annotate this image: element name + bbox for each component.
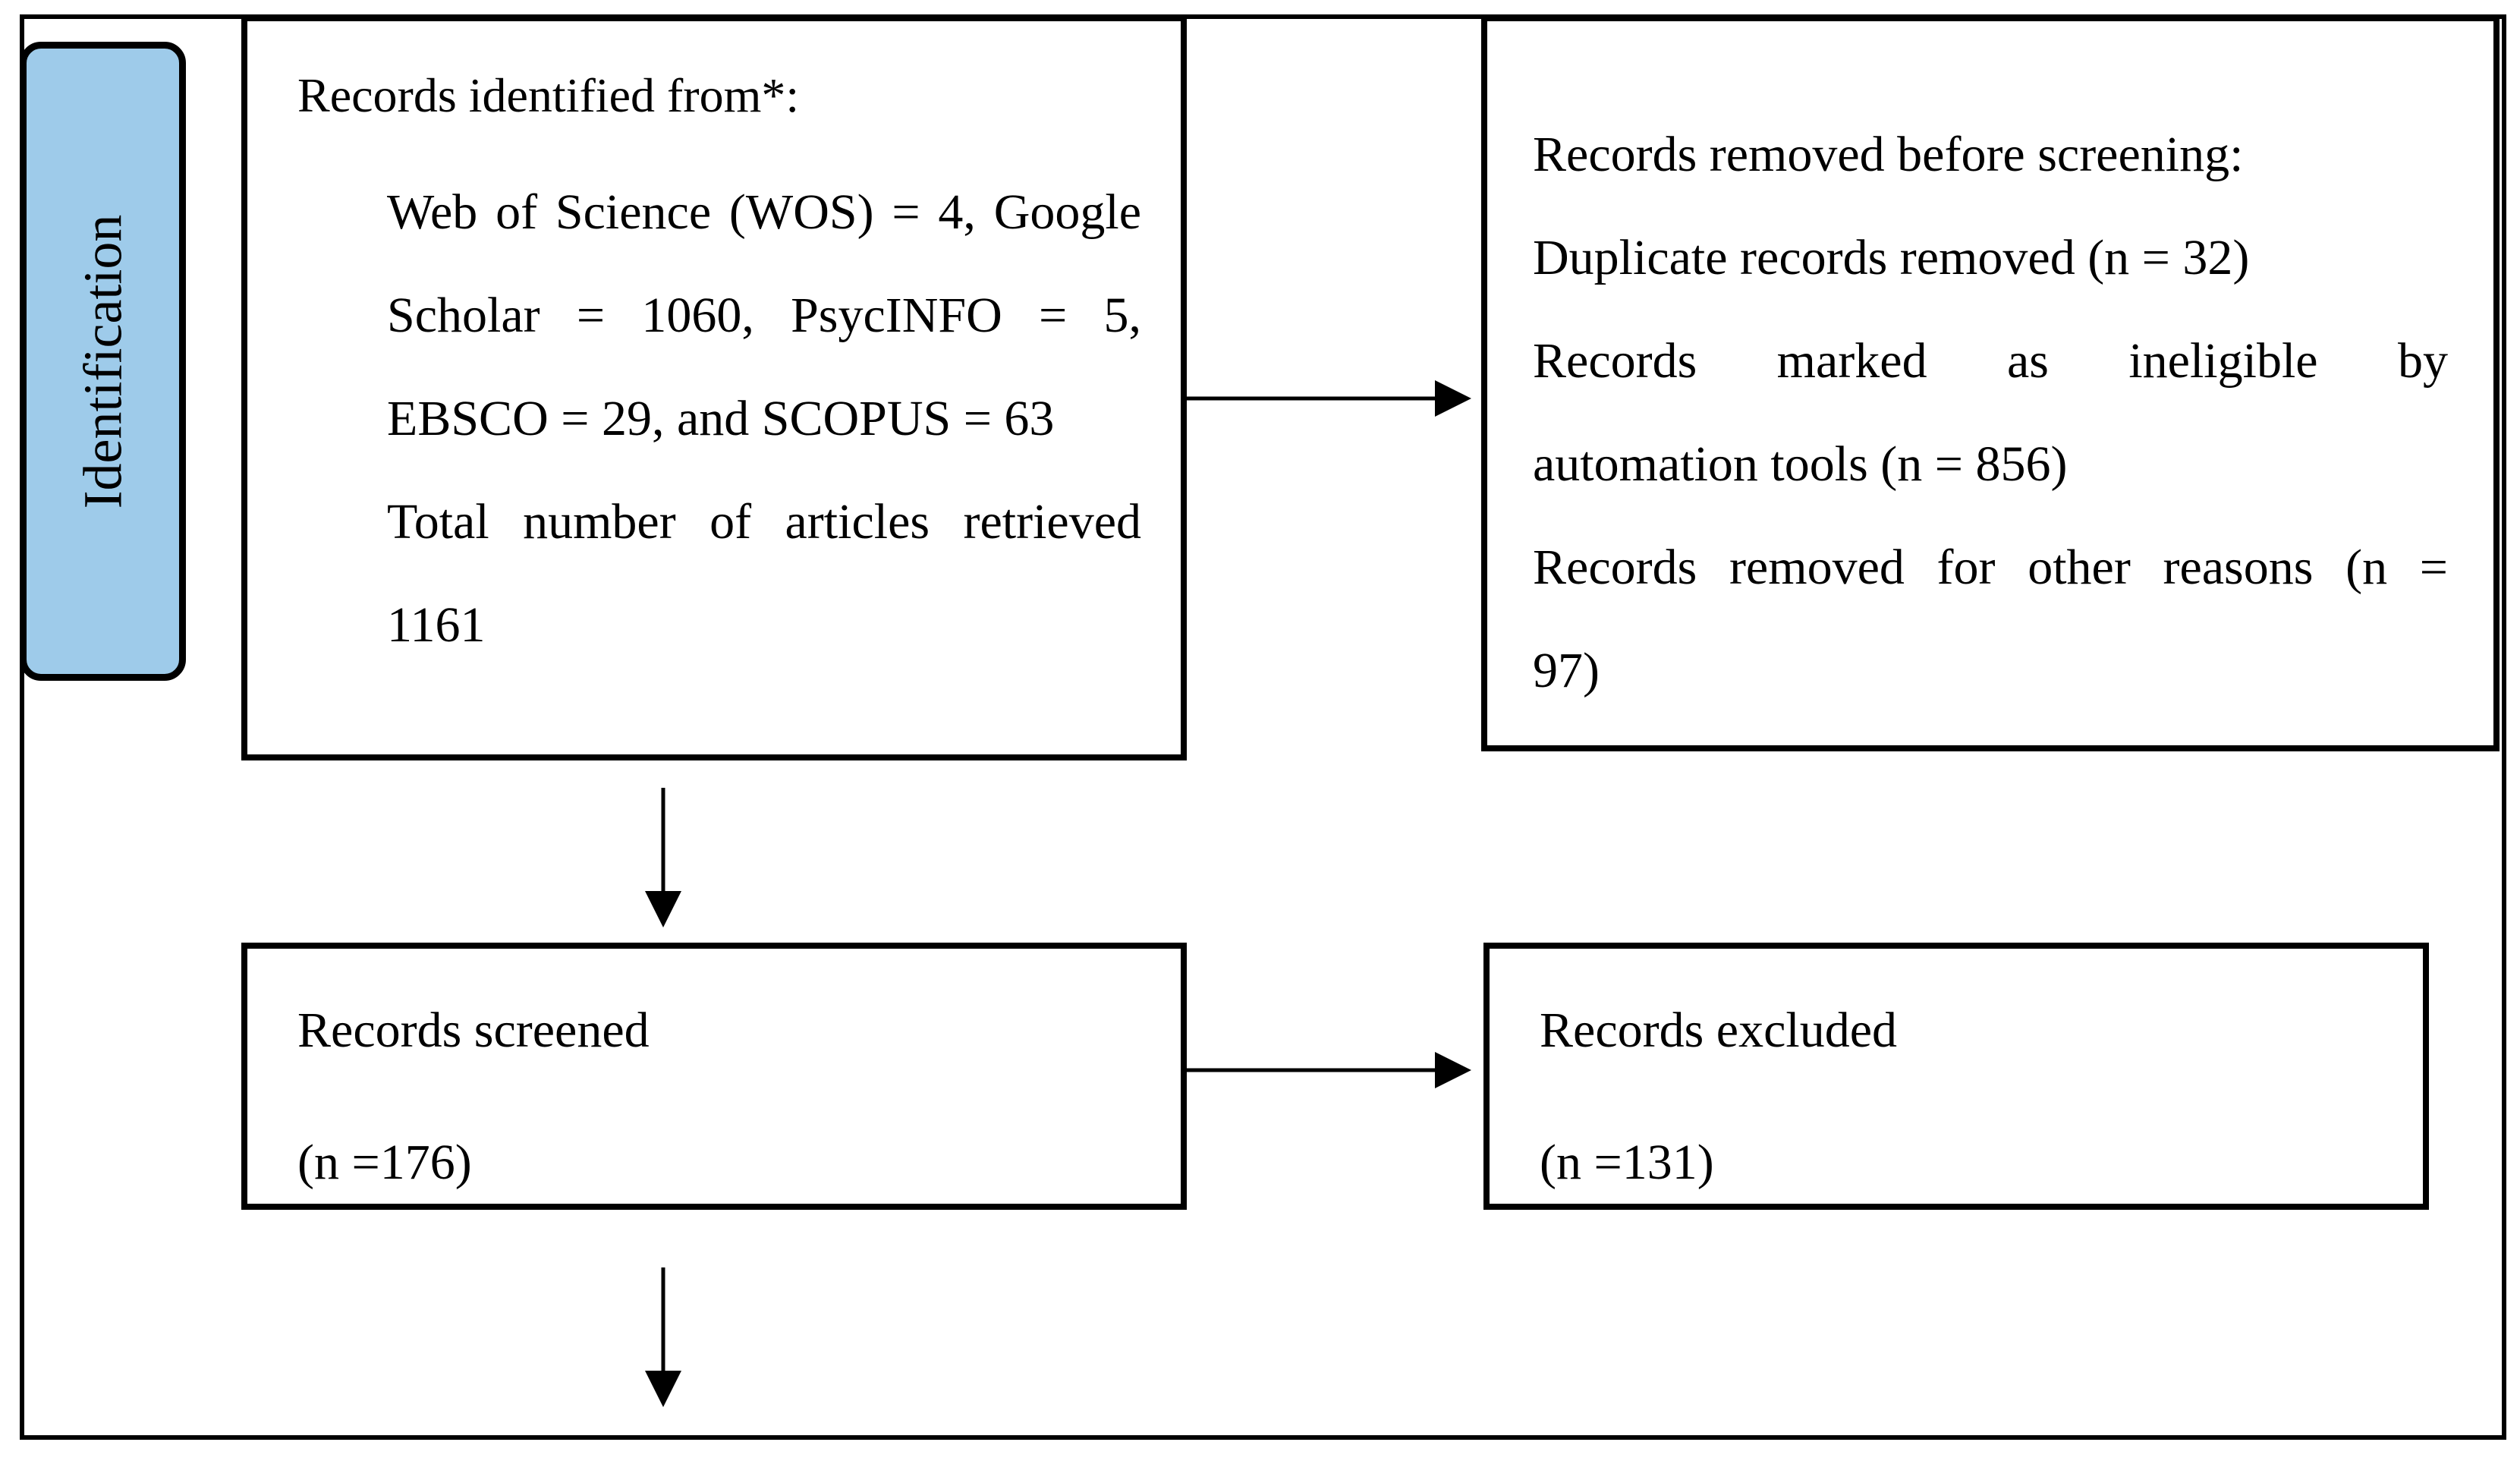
identified-sources-line-3: EBSCO = 29, and SCOPUS = 63: [387, 391, 1055, 446]
records-identified-heading: Records identified from*:: [297, 68, 800, 122]
records-excluded-box: Records excluded (n =131): [1483, 943, 2429, 1210]
phase-label-text: Identification: [72, 214, 133, 509]
removed-other-line-1: Records removed for other reasons (n =: [1533, 540, 2448, 595]
records-screened-label: Records screened: [297, 1003, 650, 1058]
removed-heading: Records removed before screening:: [1533, 127, 2244, 182]
records-identified-box: Records identified from*: Web of Science…: [241, 15, 1187, 760]
records-excluded-label: Records excluded: [1540, 1003, 1897, 1058]
identified-sources-line-2: Scholar = 1060, PsycINFO = 5,: [387, 288, 1141, 343]
identified-total-line: Total number of articles retrieved: [387, 494, 1141, 549]
removed-automation-line-1: Records marked as ineligible by: [1533, 333, 2448, 389]
records-excluded-count: (n =131): [1540, 1135, 1714, 1190]
identified-total-value: 1161: [387, 597, 486, 653]
removed-automation-line-2: automation tools (n = 856): [1533, 436, 2068, 492]
records-screened-box: Records screened (n =176): [241, 943, 1187, 1210]
diagram-frame: [20, 14, 2506, 1440]
removed-other-line-2: 97): [1533, 643, 1600, 698]
phase-label-identification: Identification: [20, 42, 186, 681]
identified-sources-line-1: Web of Science (WOS) = 4, Google: [387, 184, 1141, 240]
removed-duplicates: Duplicate records removed (n = 32): [1533, 230, 2250, 285]
records-screened-count: (n =176): [297, 1135, 472, 1190]
records-removed-box: Records removed before screening: Duplic…: [1481, 15, 2500, 751]
